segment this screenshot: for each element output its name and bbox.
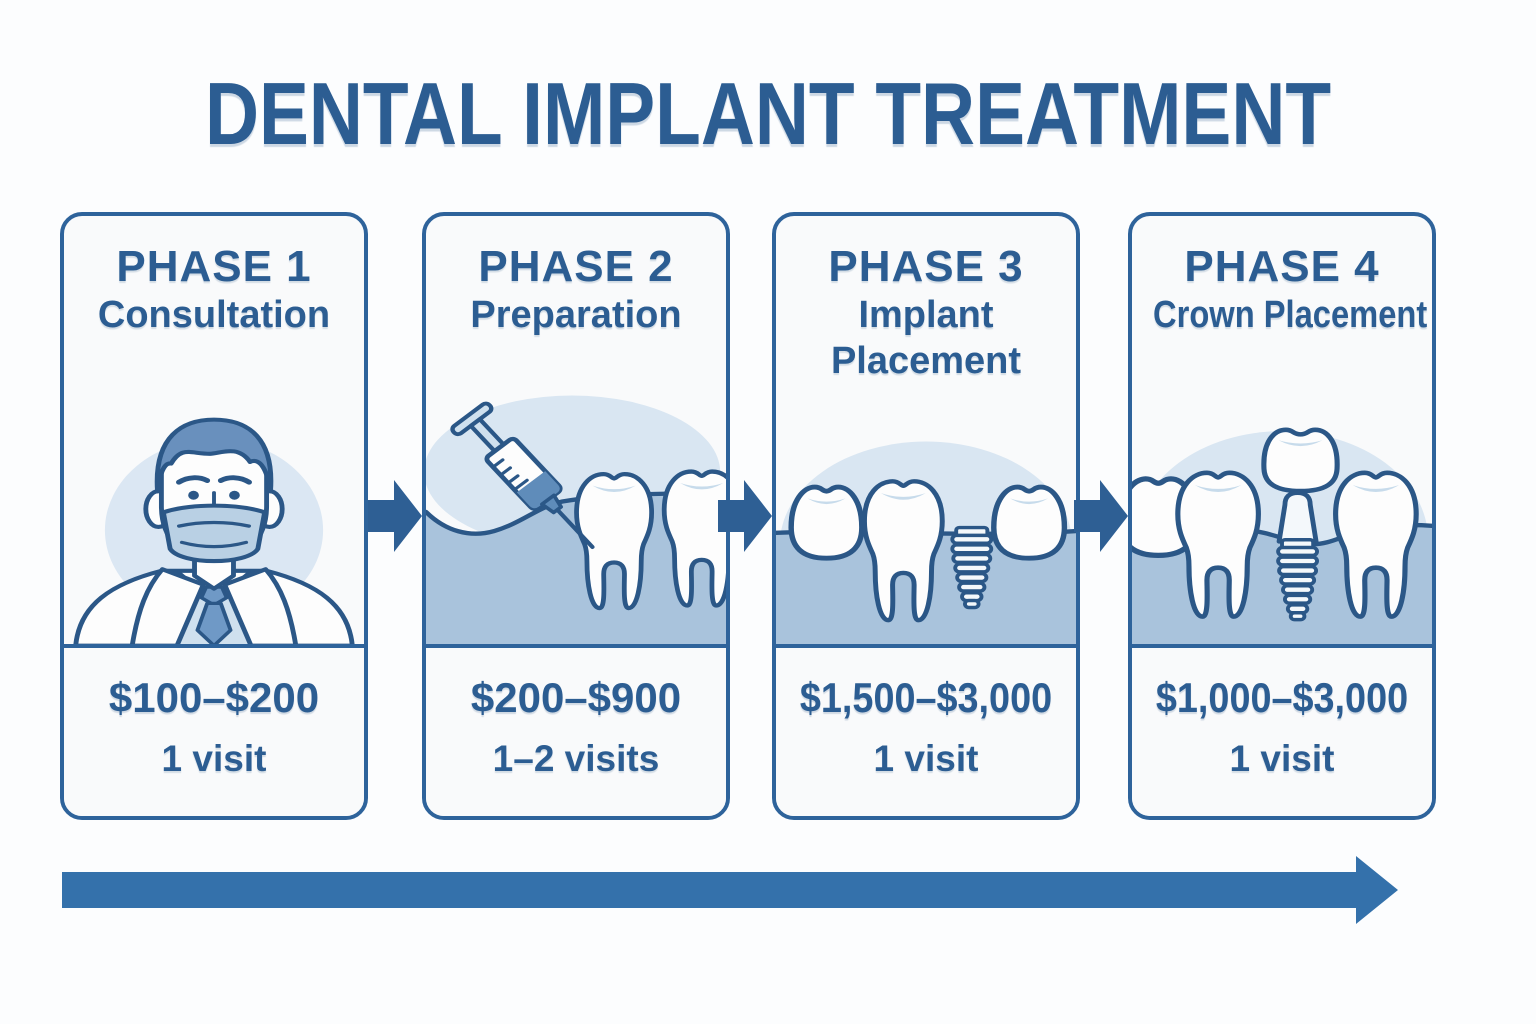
phase-4-header: PHASE 4 Crown Placement bbox=[1132, 216, 1432, 392]
tooth bbox=[661, 469, 726, 608]
phase-4-label: PHASE 4 bbox=[1184, 242, 1380, 291]
phase-3-header: PHASE 3 Implant Placement bbox=[776, 216, 1076, 392]
implant-screw bbox=[950, 525, 994, 610]
left-lapel bbox=[130, 567, 206, 644]
implant-screw bbox=[1276, 537, 1320, 622]
doctor-face bbox=[143, 417, 285, 564]
implant-crown bbox=[1261, 427, 1340, 494]
phase-4-name: Crown Placement bbox=[1153, 294, 1428, 336]
phase-card-4: PHASE 4 Crown Placement bbox=[1128, 212, 1436, 820]
tooth bbox=[574, 472, 655, 611]
phase-2-visits: 1–2 visits bbox=[492, 738, 660, 779]
tooth-crown bbox=[788, 484, 865, 561]
needle-hub bbox=[540, 493, 564, 515]
phase-3-name: Implant Placement bbox=[830, 294, 1022, 382]
doctor-hair bbox=[154, 417, 274, 494]
phase-1-footer: $100–$200 1 visit bbox=[64, 644, 364, 816]
left-eyebrow bbox=[176, 475, 211, 485]
step-arrow-icon bbox=[368, 480, 422, 552]
phase-1-label: PHASE 1 bbox=[116, 242, 312, 291]
syringe bbox=[450, 401, 595, 549]
phase-2-price: $200–$900 bbox=[470, 674, 682, 721]
page-title: DENTAL IMPLANT TREATMENT bbox=[204, 64, 1332, 163]
phase-1-name: Consultation bbox=[97, 294, 331, 336]
phase-3-footer: $1,500–$3,000 1 visit bbox=[776, 644, 1076, 816]
needle bbox=[555, 507, 595, 549]
phase-4-price: $1,000–$3,000 bbox=[1155, 674, 1409, 721]
phase-4-visits: 1 visit bbox=[1229, 738, 1335, 779]
phase-1-header: PHASE 1 Consultation bbox=[64, 216, 364, 392]
right-eye bbox=[229, 490, 240, 500]
tooth bbox=[1175, 470, 1261, 619]
implant-screw-between-teeth-illustration bbox=[776, 441, 1076, 644]
phase-3-label: PHASE 3 bbox=[828, 242, 1024, 291]
phase-1-price: $100–$200 bbox=[108, 674, 320, 721]
phase-4-illustration bbox=[1132, 392, 1432, 644]
phase-2-footer: $200–$900 1–2 visits bbox=[426, 644, 726, 816]
phase-3-visits: 1 visit bbox=[873, 738, 979, 779]
liquid bbox=[516, 471, 560, 509]
gum-line bbox=[426, 491, 726, 536]
tooth bbox=[861, 479, 945, 623]
left-eye bbox=[188, 490, 199, 500]
dentist-with-mask-illustration bbox=[73, 417, 355, 644]
phase-2-label: PHASE 2 bbox=[478, 242, 674, 291]
phase-3-illustration bbox=[776, 392, 1076, 644]
phase-card-3: PHASE 3 Implant Placement bbox=[772, 212, 1080, 820]
tooth bbox=[1333, 470, 1419, 619]
phase-card-2: PHASE 2 Preparation bbox=[422, 212, 730, 820]
tooth-crown bbox=[991, 484, 1068, 561]
crown-on-implant-illustration bbox=[1132, 427, 1432, 644]
phase-1-illustration bbox=[64, 392, 364, 644]
step-arrow-icon bbox=[1074, 480, 1128, 552]
phase-2-header: PHASE 2 Preparation bbox=[426, 216, 726, 392]
phase-2-name: Preparation bbox=[470, 294, 682, 336]
timeline-arrow-icon bbox=[62, 856, 1398, 924]
phase-card-1: PHASE 1 Consultation bbox=[60, 212, 368, 820]
face-mask bbox=[160, 503, 268, 564]
right-lapel bbox=[222, 567, 298, 644]
phase-2-illustration bbox=[426, 392, 726, 644]
anesthesia-syringe-and-teeth-illustration bbox=[426, 395, 726, 644]
phase-4-footer: $1,000–$3,000 1 visit bbox=[1132, 644, 1432, 816]
phase-3-price: $1,500–$3,000 bbox=[799, 674, 1053, 721]
step-arrow-icon bbox=[718, 480, 772, 552]
tie-body bbox=[195, 601, 233, 644]
phase-1-visits: 1 visit bbox=[161, 738, 267, 779]
implant-abutment bbox=[1276, 490, 1319, 544]
doctor-coat bbox=[73, 567, 355, 644]
right-eyebrow bbox=[217, 475, 252, 485]
